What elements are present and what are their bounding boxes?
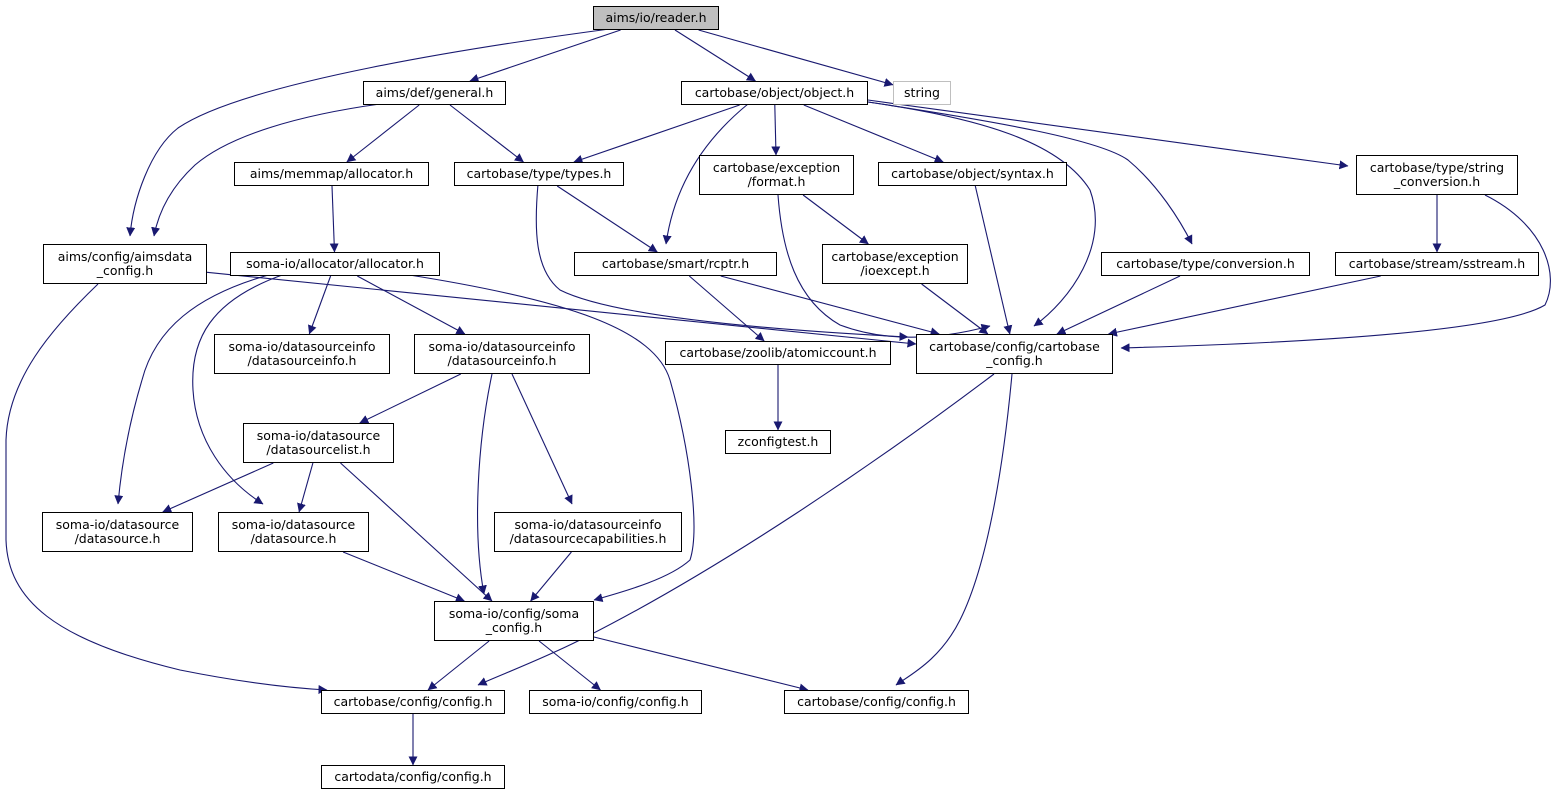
edge-string-conv-to-cartobase-config bbox=[1120, 194, 1551, 353]
edge-cartobase-config-to-cb-config-b bbox=[895, 373, 1013, 686]
edge-soma-allocator-to-ds-b bbox=[192, 273, 286, 505]
edge-object-to-format bbox=[771, 104, 781, 156]
edge-soma-allocator-to-ds-a bbox=[114, 273, 273, 505]
node-soma-allocator[interactable]: soma-io/allocator/allocator.h bbox=[230, 252, 440, 276]
node-ds-b[interactable]: soma-io/datasource /datasource.h bbox=[218, 512, 369, 552]
node-atomiccount[interactable]: cartobase/zoolib/atomiccount.h bbox=[665, 341, 891, 365]
edge-dslist-to-soma-config bbox=[340, 462, 493, 602]
edge-soma-config-to-soma-cfg bbox=[538, 640, 601, 691]
node-conversion[interactable]: cartobase/type/conversion.h bbox=[1101, 252, 1310, 276]
edge-general-to-aimsdata-config bbox=[151, 103, 381, 237]
node-rcptr[interactable]: cartobase/smart/rcptr.h bbox=[574, 252, 777, 276]
edge-ioexcept-to-cartobase-config bbox=[921, 283, 989, 335]
edge-dscap-to-soma-config bbox=[530, 551, 572, 602]
edge-syntax-to-cartobase-config bbox=[974, 185, 1013, 335]
edge-reader-to-aimsdata-config bbox=[126, 27, 618, 237]
node-allocator-mm[interactable]: aims/memmap/allocator.h bbox=[234, 162, 429, 186]
edge-object-to-syntax bbox=[803, 104, 944, 163]
node-dscap[interactable]: soma-io/datasourceinfo /datasourcecapabi… bbox=[494, 512, 682, 552]
edge-rcptr-to-atomiccount bbox=[688, 275, 765, 342]
edge-sstream-to-cartobase-config bbox=[1107, 275, 1381, 337]
edge-layer bbox=[5, 27, 1551, 766]
node-zconfigtest[interactable]: zconfigtest.h bbox=[725, 430, 831, 454]
node-string-conv[interactable]: cartobase/type/string _conversion.h bbox=[1356, 155, 1518, 195]
node-cb-config-a[interactable]: cartobase/config/config.h bbox=[321, 690, 505, 714]
edge-aimsdata-config-to-cartobase-config bbox=[206, 271, 917, 348]
edge-object-to-cartobase-config bbox=[867, 101, 1096, 327]
edge-allocator-mm-to-soma-allocator bbox=[329, 185, 339, 253]
node-format[interactable]: cartobase/exception /format.h bbox=[699, 155, 854, 195]
node-ioexcept[interactable]: cartobase/exception /ioexcept.h bbox=[822, 244, 968, 284]
edge-soma-config-to-cb-config-a bbox=[427, 640, 490, 691]
edge-soma-allocator-to-dsi-a bbox=[308, 275, 332, 335]
node-soma-config[interactable]: soma-io/config/soma _config.h bbox=[434, 601, 594, 641]
edge-object-to-string-conv bbox=[867, 99, 1349, 170]
edge-object-to-types bbox=[573, 104, 740, 164]
edge-dsi-b-to-dscap bbox=[511, 373, 573, 505]
node-dsi-b[interactable]: soma-io/datasourceinfo /datasourceinfo.h bbox=[414, 334, 590, 374]
node-sstream[interactable]: cartobase/stream/sstream.h bbox=[1335, 252, 1539, 276]
edge-soma-allocator-to-soma-config bbox=[402, 273, 695, 603]
edge-reader-to-general bbox=[469, 29, 621, 83]
node-types[interactable]: cartobase/type/types.h bbox=[454, 162, 624, 186]
edge-dsi-b-to-soma-config bbox=[477, 373, 493, 595]
edge-object-to-conversion bbox=[867, 101, 1193, 245]
node-aimsdata-config[interactable]: aims/config/aimsdata _config.h bbox=[43, 244, 207, 284]
node-dslist[interactable]: soma-io/datasource /datasourcelist.h bbox=[243, 423, 394, 463]
node-object[interactable]: cartobase/object/object.h bbox=[681, 81, 868, 105]
edge-ds-b-to-soma-config bbox=[342, 551, 465, 602]
edge-types-to-rcptr bbox=[556, 185, 658, 253]
node-reader[interactable]: aims/io/reader.h bbox=[593, 6, 719, 30]
edge-conversion-to-cartobase-config bbox=[1056, 275, 1181, 335]
edge-dslist-to-ds-b bbox=[297, 462, 314, 513]
node-cb-config-b[interactable]: cartobase/config/config.h bbox=[784, 690, 969, 714]
edge-object-to-rcptr bbox=[662, 103, 749, 245]
edge-types-to-cartobase-config bbox=[535, 183, 909, 342]
node-ds-a[interactable]: soma-io/datasource /datasource.h bbox=[42, 512, 193, 552]
edge-rcptr-to-cartobase-config bbox=[720, 275, 940, 337]
edge-general-to-types bbox=[449, 104, 524, 163]
edge-format-to-ioexcept bbox=[802, 194, 869, 245]
node-cd-config[interactable]: cartodata/config/config.h bbox=[321, 765, 505, 789]
node-soma-cfg[interactable]: soma-io/config/config.h bbox=[529, 690, 702, 714]
node-string: string bbox=[893, 81, 951, 105]
edge-soma-config-to-cb-config-b bbox=[593, 636, 809, 693]
edge-aimsdata-config-to-cb-config-a bbox=[5, 283, 328, 695]
edge-soma-allocator-to-dsi-b bbox=[357, 275, 466, 335]
node-syntax[interactable]: cartobase/object/syntax.h bbox=[878, 162, 1067, 186]
node-cartobase-config[interactable]: cartobase/config/cartobase _config.h bbox=[916, 334, 1113, 374]
edge-cartobase-config-to-cb-config-a bbox=[477, 373, 995, 686]
edge-dsi-b-to-dslist bbox=[359, 373, 462, 424]
edge-dslist-to-ds-a bbox=[162, 462, 274, 513]
edge-reader-to-object bbox=[674, 29, 756, 82]
edge-reader-to-string bbox=[698, 29, 894, 87]
node-dsi-a[interactable]: soma-io/datasourceinfo /datasourceinfo.h bbox=[214, 334, 390, 374]
edge-general-to-allocator-mm bbox=[346, 104, 420, 163]
node-general[interactable]: aims/def/general.h bbox=[363, 81, 506, 105]
